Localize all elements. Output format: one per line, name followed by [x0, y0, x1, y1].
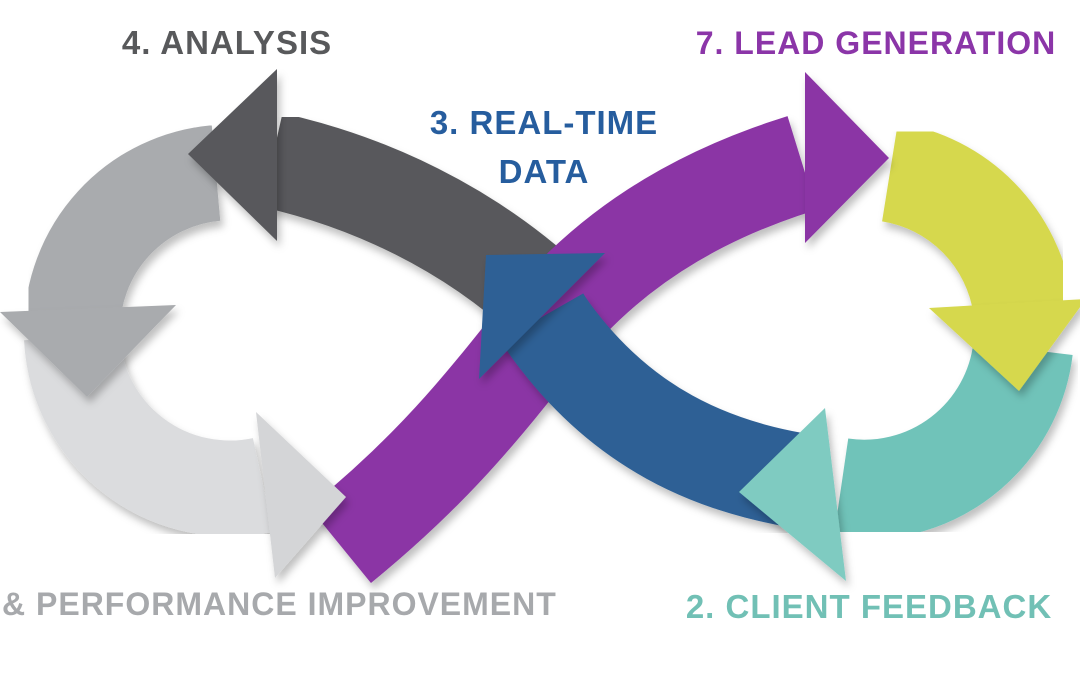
label-performance-improvement: & PERFORMANCE IMPROVEMENT [2, 586, 557, 622]
real-time-data-band [500, 292, 822, 531]
real-time-data-arrowhead-icon [479, 253, 605, 379]
analysis-arrowhead-icon [188, 69, 277, 241]
client-feedback-arrowhead-icon [739, 408, 846, 581]
label-real-time-line1: 3. REAL-TIME [430, 104, 658, 141]
performance-arrowhead-icon [256, 412, 346, 578]
label-analysis: 4. ANALYSIS [122, 24, 332, 61]
left-loop-down-arrowhead-icon [0, 305, 176, 397]
right-loop-yellow-arc [880, 122, 1073, 316]
left-loop-upper-arc [24, 125, 222, 332]
label-client-feedback: 2. CLIENT FEEDBACK [686, 588, 1052, 625]
label-lead-generation: 7. LEAD GENERATION [696, 25, 1057, 61]
label-real-time-line2: DATA [499, 153, 590, 190]
lead-generation-arrowhead-icon [805, 72, 889, 243]
yellow-down-arrowhead-icon [929, 299, 1080, 391]
client-feedback-arc [833, 341, 1073, 540]
